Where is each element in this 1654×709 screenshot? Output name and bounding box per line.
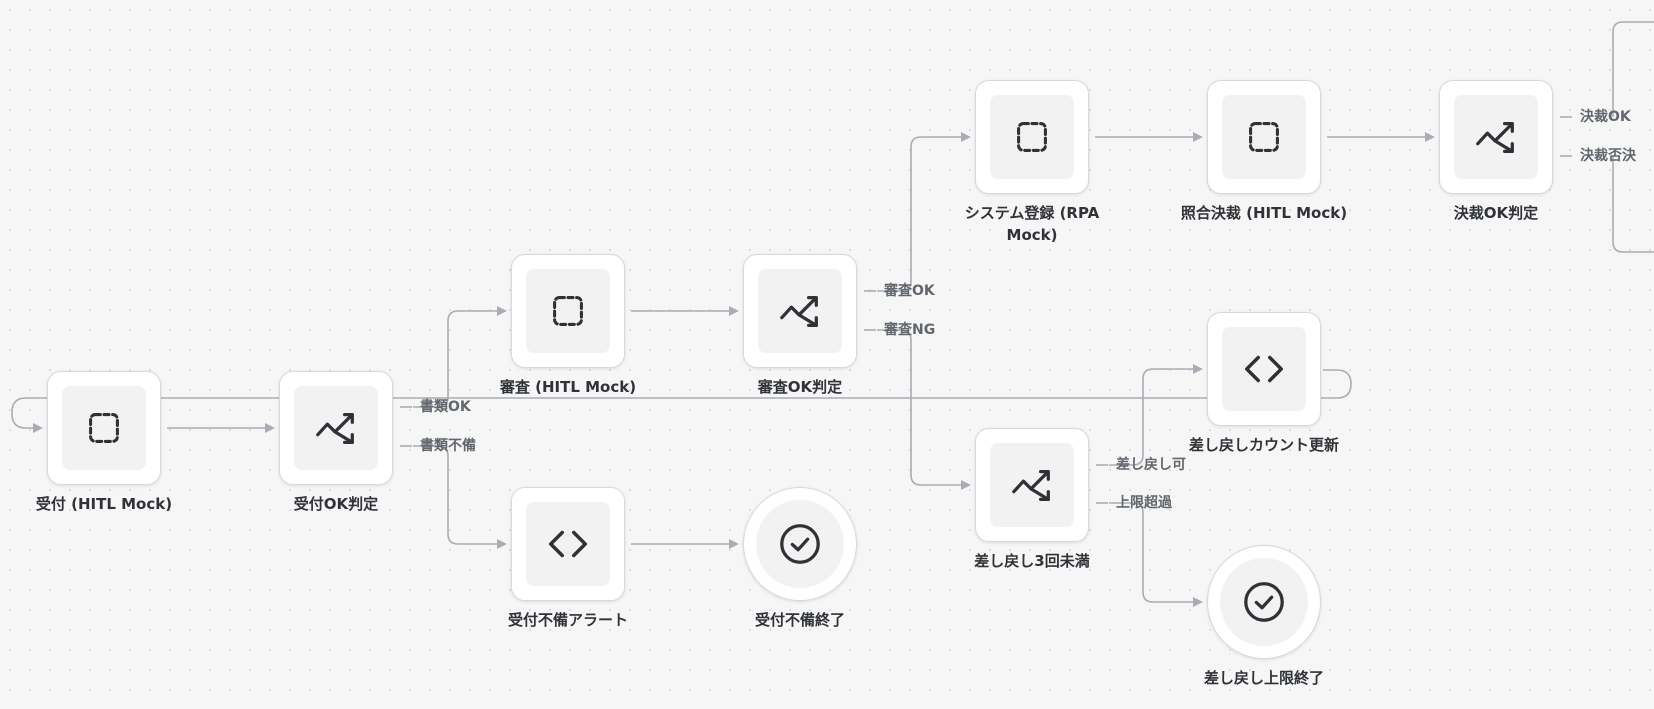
edge-arrowhead bbox=[1193, 132, 1203, 142]
branch-trend-icon bbox=[1473, 114, 1519, 160]
node-body bbox=[1222, 95, 1306, 179]
node-return-limit-end[interactable] bbox=[1207, 545, 1321, 659]
edge-arrowhead bbox=[1425, 132, 1435, 142]
handle-return-allowed[interactable]: 差し戻し可 bbox=[1116, 457, 1186, 473]
handle-limit-exceeded[interactable]: 上限超過 bbox=[1116, 495, 1172, 511]
node-body bbox=[990, 443, 1074, 527]
node-body bbox=[758, 269, 842, 353]
handle-review-ng[interactable]: 審査NG bbox=[884, 322, 936, 338]
node-label: 受付不備終了 bbox=[754, 611, 845, 629]
node-system-register[interactable] bbox=[975, 80, 1089, 194]
node-incomplete-end[interactable] bbox=[743, 487, 857, 601]
edge-arrowhead bbox=[497, 306, 507, 316]
check-circle-icon bbox=[1241, 579, 1287, 625]
node-body bbox=[990, 95, 1074, 179]
dashed-square-icon bbox=[545, 288, 591, 334]
edge-arrowhead bbox=[961, 132, 971, 142]
check-circle-icon bbox=[777, 521, 823, 567]
code-brackets-icon bbox=[1241, 346, 1287, 392]
node-label: 受付OK判定 bbox=[293, 495, 379, 513]
dashed-square-icon bbox=[1241, 114, 1287, 160]
node-label: 差し戻し3回未満 bbox=[974, 552, 1090, 570]
edge-approval-rejected-offscreen[interactable] bbox=[1612, 156, 1654, 253]
edge-loop-return-to-reception[interactable] bbox=[11, 369, 1352, 429]
node-review-check[interactable] bbox=[743, 254, 857, 368]
node-body bbox=[756, 500, 844, 588]
node-reception-check[interactable] bbox=[279, 371, 393, 485]
node-approval[interactable] bbox=[1207, 80, 1321, 194]
edge-approval-ok-offscreen[interactable] bbox=[1612, 21, 1654, 117]
node-body bbox=[526, 502, 610, 586]
code-brackets-icon bbox=[545, 521, 591, 567]
branch-trend-icon bbox=[1009, 462, 1055, 508]
edge-arrowhead bbox=[497, 539, 507, 549]
handle-review-ok[interactable]: 審査OK bbox=[884, 283, 935, 299]
edge-h_return_ok-to-return_count[interactable] bbox=[1109, 368, 1201, 466]
handle-docs-ok[interactable]: 書類OK bbox=[420, 399, 471, 415]
node-incomplete-alert[interactable] bbox=[511, 487, 625, 601]
edge-h_review_ok-to-system_register[interactable] bbox=[877, 136, 969, 292]
edge-h_review_ng-to-return_check[interactable] bbox=[877, 329, 969, 486]
node-body bbox=[294, 386, 378, 470]
edge-arrowhead bbox=[1193, 597, 1203, 607]
node-label: 差し戻しカウント更新 bbox=[1188, 436, 1339, 454]
node-label: 決裁OK判定 bbox=[1453, 204, 1539, 222]
edge-h_docs_ok-to-review[interactable] bbox=[413, 310, 505, 408]
node-approval-check[interactable] bbox=[1439, 80, 1553, 194]
node-body bbox=[1454, 95, 1538, 179]
branch-trend-icon bbox=[313, 405, 359, 451]
edge-arrowhead bbox=[33, 423, 43, 433]
edge-h_return_over-to-return_end[interactable] bbox=[1109, 502, 1201, 603]
node-review[interactable] bbox=[511, 254, 625, 368]
node-return-count-update[interactable] bbox=[1207, 312, 1321, 426]
node-label: 差し戻し上限終了 bbox=[1203, 669, 1324, 687]
edge-h_docs_ng-to-incomplete_alert[interactable] bbox=[413, 445, 505, 545]
edge-arrowhead bbox=[1193, 364, 1203, 374]
node-body bbox=[526, 269, 610, 353]
node-reception[interactable] bbox=[47, 371, 161, 485]
node-label: 照合決裁 (HITL Mock) bbox=[1180, 204, 1348, 222]
edge-arrowhead bbox=[961, 480, 971, 490]
node-label: 受付 (HITL Mock) bbox=[35, 495, 173, 513]
handle-approval-rejected[interactable]: 決裁否決 bbox=[1580, 148, 1636, 164]
edge-arrowhead bbox=[265, 423, 275, 433]
handle-approval-ok[interactable]: 決裁OK bbox=[1580, 109, 1631, 125]
node-return-under-3[interactable] bbox=[975, 428, 1089, 542]
node-label: 受付不備アラート bbox=[507, 611, 628, 629]
dashed-square-icon bbox=[81, 405, 127, 451]
node-body bbox=[1222, 327, 1306, 411]
edge-arrowhead bbox=[729, 539, 739, 549]
node-body bbox=[1220, 558, 1308, 646]
node-label: 審査OK判定 bbox=[757, 378, 843, 396]
node-label: 審査 (HITL Mock) bbox=[499, 378, 637, 396]
dashed-square-icon bbox=[1009, 114, 1055, 160]
branch-trend-icon bbox=[777, 288, 823, 334]
edge-arrowhead bbox=[729, 306, 739, 316]
node-body bbox=[62, 386, 146, 470]
handle-docs-incomplete[interactable]: 書類不備 bbox=[420, 438, 476, 454]
